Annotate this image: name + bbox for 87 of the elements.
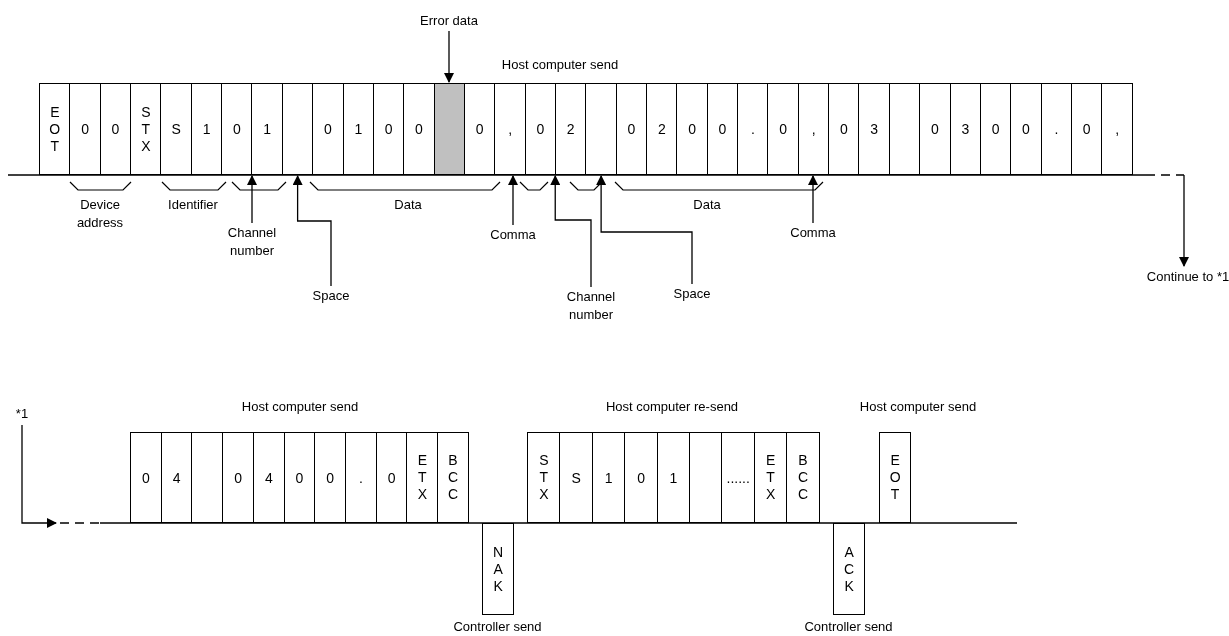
character-cell: 1 — [591, 432, 626, 523]
character-cell: 0 — [767, 83, 800, 175]
character-cell: , — [1101, 83, 1133, 175]
character-cell: 0 — [221, 83, 253, 175]
character-cell: 0 — [1010, 83, 1042, 175]
character-cell: 2 — [554, 83, 587, 175]
response-cell: ACK — [833, 523, 866, 615]
response-cell: NAK — [482, 523, 515, 615]
character-cell: 1 — [342, 83, 375, 175]
character-cell: S — [160, 83, 193, 175]
leader-line — [444, 30, 454, 83]
arrow — [21, 424, 57, 528]
character-cell: 3 — [949, 83, 982, 175]
callout-label: Comma — [490, 226, 536, 244]
character-cell: 1 — [251, 83, 284, 175]
field-label: Data — [394, 196, 422, 214]
leader-line — [247, 175, 257, 224]
character-cell: 0 — [979, 83, 1012, 175]
character-cell: 0 — [615, 83, 648, 175]
callout-label: Error data — [420, 12, 478, 30]
sender-label: Host computer send — [241, 398, 359, 416]
character-cell: 0 — [69, 83, 101, 175]
character-cell: 0 — [828, 83, 860, 175]
character-cell: , — [494, 83, 526, 175]
character-cell: 0 — [222, 432, 255, 523]
character-cell: 0 — [283, 432, 316, 523]
character-cell: 0 — [706, 83, 739, 175]
leader-line — [508, 175, 518, 226]
callout-label: Space — [673, 285, 711, 303]
callout-label: Continue to *1 — [1146, 268, 1229, 286]
callout-label: *1 — [15, 405, 29, 423]
leader-line — [550, 175, 592, 288]
character-cell: BCC — [437, 432, 469, 523]
character-cell: 0 — [375, 432, 408, 523]
character-cell: S — [559, 432, 594, 523]
character-cell: . — [1040, 83, 1073, 175]
character-cell: 0 — [314, 432, 347, 523]
sender-label: Host computer re-send — [605, 398, 739, 416]
error-data-cell — [433, 83, 466, 175]
character-cell: 0 — [919, 83, 951, 175]
character-cell: 0 — [676, 83, 708, 175]
character-cell: ...... — [721, 432, 756, 523]
character-cell: . — [344, 432, 377, 523]
leader-line — [596, 175, 693, 285]
blank-cell — [191, 432, 224, 523]
character-cell: 0 — [372, 83, 405, 175]
character-cell: 0 — [312, 83, 344, 175]
character-cell: 3 — [858, 83, 891, 175]
character-cell: ETX — [406, 432, 439, 523]
field-label: Identifier — [168, 196, 218, 214]
character-cell: 0 — [403, 83, 435, 175]
character-cell: ETX — [753, 432, 788, 523]
character-cell: 0 — [524, 83, 557, 175]
character-cell: EOT — [879, 432, 912, 523]
character-cell: 4 — [160, 432, 193, 523]
blank-cell — [585, 83, 617, 175]
sender-label: Controller send — [453, 618, 542, 636]
character-cell: 0 — [99, 83, 132, 175]
character-cell: . — [737, 83, 769, 175]
character-cell: STX — [527, 432, 561, 523]
character-cell: STX — [130, 83, 162, 175]
callout-label: Channel number — [546, 288, 636, 324]
character-cell: 0 — [1070, 83, 1103, 175]
sender-label: Host computer send — [501, 56, 619, 74]
blank-cell — [281, 83, 314, 175]
character-cell: EOT — [39, 83, 71, 175]
callout-label: Space — [312, 287, 350, 305]
blank-cell — [689, 432, 723, 523]
field-label: Data — [693, 196, 721, 214]
character-cell: 1 — [190, 83, 223, 175]
callout-label: Channel number — [207, 224, 297, 260]
character-cell: 0 — [463, 83, 496, 175]
character-cell: BCC — [786, 432, 820, 523]
sender-label: Controller send — [804, 618, 893, 636]
character-cell: 1 — [656, 432, 691, 523]
character-cell: 0 — [624, 432, 658, 523]
blank-cell — [888, 83, 921, 175]
character-cell: 2 — [646, 83, 678, 175]
sender-label: Host computer send — [859, 398, 977, 416]
leader-line — [292, 175, 332, 287]
arrow — [1179, 174, 1189, 267]
character-cell: 4 — [252, 432, 285, 523]
character-cell: 0 — [130, 432, 162, 523]
field-label: Device address — [75, 196, 125, 232]
leader-line — [808, 175, 818, 224]
character-cell: , — [797, 83, 830, 175]
callout-label: Comma — [790, 224, 836, 242]
